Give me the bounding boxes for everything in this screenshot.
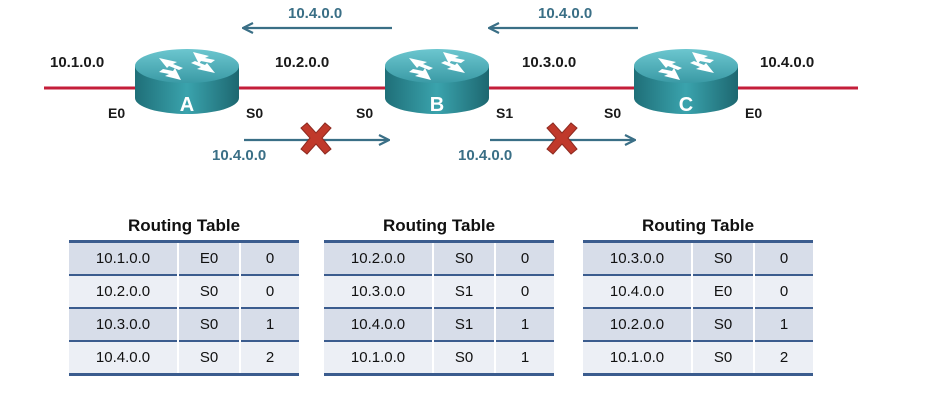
- table-cell-hops: 0: [753, 241, 813, 275]
- table-cell-hops: 1: [753, 307, 813, 341]
- router-letter-a: A: [180, 94, 194, 116]
- network-label-left: 10.1.0.0: [50, 54, 104, 71]
- network-label-right: 10.4.0.0: [760, 54, 814, 71]
- blocked-x-icon: [546, 122, 578, 155]
- table-cell-interface: E0: [177, 241, 240, 275]
- routing-table-c: Routing Table 10.3.0.0 S0 0 10.4.0.0 E0 …: [583, 214, 813, 376]
- table-cell-network: 10.4.0.0: [324, 307, 433, 341]
- router-letter-b: B: [430, 94, 444, 116]
- table-cell-network: 10.1.0.0: [324, 340, 433, 375]
- routing-table-grid: 10.2.0.0 S0 0 10.3.0.0 S1 0 10.4.0.0 S1 …: [324, 240, 554, 376]
- router-c-right-if: E0: [745, 105, 762, 121]
- table-cell-interface: S0: [432, 340, 495, 375]
- routing-table-title: Routing Table: [641, 216, 755, 235]
- router-arrows-icon: [409, 52, 465, 80]
- table-cell-network: 10.4.0.0: [583, 274, 692, 308]
- advert-label-top-left: 10.4.0.0: [288, 5, 342, 22]
- network-label-bc: 10.3.0.0: [522, 54, 576, 71]
- table-cell-hops: 2: [239, 340, 299, 375]
- table-cell-hops: 0: [494, 274, 554, 308]
- table-row: 10.1.0.0 S0 1: [324, 340, 554, 375]
- router-arrows-icon: [159, 52, 215, 80]
- table-cell-network: 10.2.0.0: [583, 307, 692, 341]
- router-b-right-if: S1: [496, 105, 513, 121]
- table-cell-interface: S0: [691, 241, 754, 275]
- table-row: 10.1.0.0 S0 2: [583, 340, 813, 375]
- table-row: 10.2.0.0 S0 0: [69, 274, 299, 308]
- table-row: 10.3.0.0 S0 1: [69, 307, 299, 341]
- table-cell-network: 10.2.0.0: [69, 274, 178, 308]
- table-cell-network: 10.1.0.0: [583, 340, 692, 375]
- routing-table-grid: 10.3.0.0 S0 0 10.4.0.0 E0 0 10.2.0.0 S0 …: [583, 240, 813, 376]
- table-cell-hops: 0: [494, 241, 554, 275]
- routing-table-b: Routing Table 10.2.0.0 S0 0 10.3.0.0 S1 …: [324, 214, 554, 376]
- router-a-left-if: E0: [108, 105, 125, 121]
- table-cell-network: 10.1.0.0: [69, 241, 178, 275]
- table-cell-hops: 0: [753, 274, 813, 308]
- table-cell-hops: 1: [494, 307, 554, 341]
- network-label-ab: 10.2.0.0: [275, 54, 329, 71]
- table-cell-interface: S0: [691, 307, 754, 341]
- table-cell-network: 10.3.0.0: [69, 307, 178, 341]
- table-cell-interface: S0: [177, 307, 240, 341]
- router-c: C: [634, 49, 738, 116]
- table-cell-hops: 0: [239, 241, 299, 275]
- router-letter-c: C: [679, 94, 693, 116]
- table-row: 10.3.0.0 S1 0: [324, 274, 554, 308]
- router-c-left-if: S0: [604, 105, 621, 121]
- advert-label-bottom-right: 10.4.0.0: [458, 147, 512, 164]
- routing-table-title: Routing Table: [127, 216, 241, 235]
- advert-label-bottom-left: 10.4.0.0: [212, 147, 266, 164]
- table-row: 10.3.0.0 S0 0: [583, 241, 813, 275]
- router-a: A: [135, 49, 239, 116]
- table-cell-interface: S0: [177, 274, 240, 308]
- table-cell-interface: S1: [432, 274, 495, 308]
- table-row: 10.1.0.0 E0 0: [69, 241, 299, 275]
- table-cell-network: 10.2.0.0: [324, 241, 433, 275]
- table-cell-interface: S0: [691, 340, 754, 375]
- table-cell-interface: S0: [177, 340, 240, 375]
- table-row: 10.2.0.0 S0 1: [583, 307, 813, 341]
- table-cell-network: 10.4.0.0: [69, 340, 178, 375]
- table-row: 10.4.0.0 E0 0: [583, 274, 813, 308]
- routing-table-a: Routing Table 10.1.0.0 E0 0 10.2.0.0 S0 …: [69, 214, 299, 376]
- table-row: 10.2.0.0 S0 0: [324, 241, 554, 275]
- routing-table-title: Routing Table: [382, 216, 496, 235]
- table-row: 10.4.0.0 S0 2: [69, 340, 299, 375]
- router-b-left-if: S0: [356, 105, 373, 121]
- table-cell-hops: 1: [239, 307, 299, 341]
- router-arrows-icon: [658, 52, 714, 80]
- table-cell-interface: S1: [432, 307, 495, 341]
- table-cell-hops: 0: [239, 274, 299, 308]
- routing-table-grid: 10.1.0.0 E0 0 10.2.0.0 S0 0 10.3.0.0 S0 …: [69, 240, 299, 376]
- table-cell-network: 10.3.0.0: [583, 241, 692, 275]
- table-cell-network: 10.3.0.0: [324, 274, 433, 308]
- table-cell-interface: E0: [691, 274, 754, 308]
- table-row: 10.4.0.0 S1 1: [324, 307, 554, 341]
- router-b: B: [385, 49, 489, 116]
- table-cell-hops: 1: [494, 340, 554, 375]
- table-cell-interface: S0: [432, 241, 495, 275]
- router-a-right-if: S0: [246, 105, 263, 121]
- table-cell-hops: 2: [753, 340, 813, 375]
- blocked-x-icon: [300, 122, 332, 155]
- advert-label-top-right: 10.4.0.0: [538, 5, 592, 22]
